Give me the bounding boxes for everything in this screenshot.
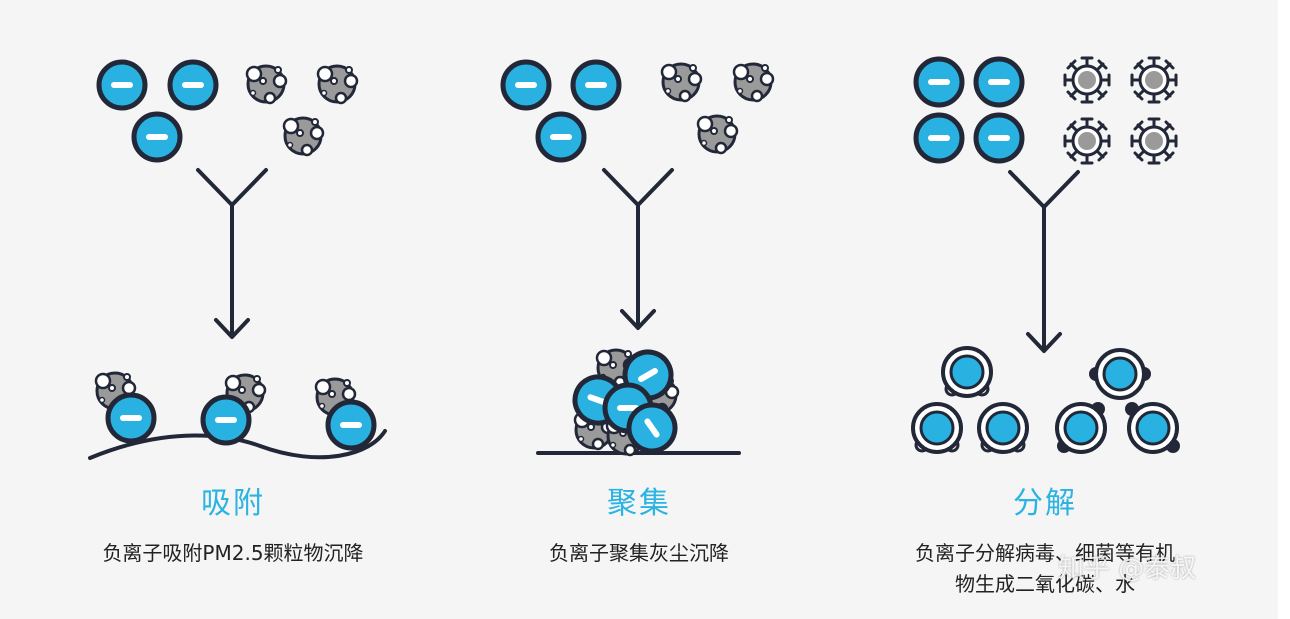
negative-ion-icon: [573, 62, 619, 108]
negative-ion-icon: [916, 59, 962, 105]
negative-ion-icon: [976, 115, 1022, 161]
negative-ion-icon: [916, 115, 962, 161]
negative-ion-icon: [99, 62, 145, 108]
adsorption-illustration: [88, 0, 387, 460]
panel-aggregation: 聚集 负离子聚集灰尘沉降: [426, 0, 852, 619]
aggregated-cluster: [569, 344, 685, 460]
aggregation-illustration: [426, 0, 775, 470]
carbon-dioxide-group: [1055, 348, 1180, 454]
pm-dust-particle-icon: [316, 64, 359, 105]
negative-ion-icon: [976, 59, 1022, 105]
virus-icon: [1063, 56, 1111, 104]
negative-ion-icon: [170, 62, 216, 108]
merge-arrow: [196, 168, 268, 339]
description-line: 负离子聚集灰尘沉降: [549, 541, 729, 565]
virus-icon: [1130, 117, 1178, 165]
panel-title: 分解: [1013, 486, 1077, 521]
description-line: 负离子分解病毒、细菌等有机: [915, 541, 1175, 565]
pm-dust-particle-icon: [660, 62, 703, 103]
negative-ion-icon: [503, 62, 549, 108]
panel-adsorption: 吸附 负离子吸附PM2.5颗粒物沉降: [20, 0, 446, 619]
pm-dust-particle-icon: [732, 62, 775, 103]
panel-description: 负离子分解病毒、细菌等有机 物生成二氧化碳、水: [832, 538, 1258, 600]
negative-ion-icon: [203, 397, 249, 443]
pm-dust-particle-icon: [282, 116, 325, 157]
panel-title: 聚集: [607, 486, 671, 521]
water-molecule-group: [911, 346, 1029, 454]
merge-arrow: [1008, 170, 1080, 353]
pm-dust-particle-icon: [245, 64, 288, 105]
panel-description: 负离子聚集灰尘沉降: [426, 538, 852, 569]
merge-arrow: [602, 168, 674, 330]
pm-dust-particle-icon: [696, 114, 739, 155]
watermark-text: 知乎 @泰叔: [1058, 554, 1197, 584]
description-line: 负离子吸附PM2.5颗粒物沉降: [102, 541, 364, 565]
decomposition-illustration: [911, 56, 1180, 454]
panel-decomposition: 分解 负离子分解病毒、细菌等有机 物生成二氧化碳、水: [832, 0, 1258, 619]
ground-surface: [88, 429, 387, 460]
panel-title: 吸附: [201, 486, 265, 521]
virus-icon: [1130, 56, 1178, 104]
negative-ion-icon: [108, 395, 154, 441]
negative-ion-icon: [328, 402, 374, 448]
description-line: 物生成二氧化碳、水: [955, 572, 1135, 596]
virus-icon: [1063, 117, 1111, 165]
negative-ion-icon: [538, 114, 584, 160]
panel-description: 负离子吸附PM2.5颗粒物沉降: [20, 538, 446, 569]
negative-ion-icon: [134, 114, 180, 160]
